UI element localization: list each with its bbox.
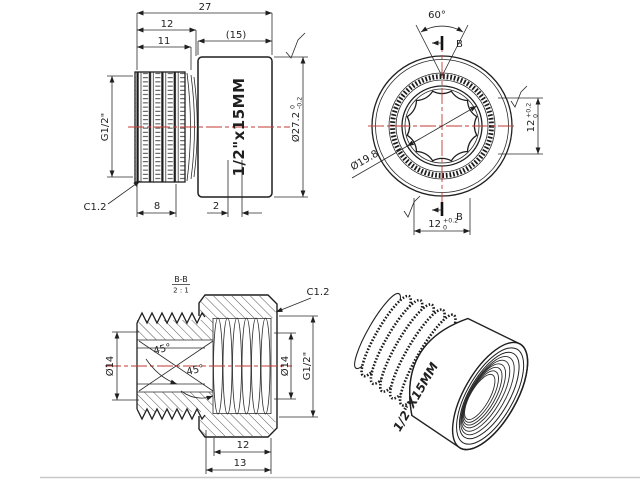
front-view-dimensions: 60° B B Ø19.8 12 +0.2 0 <box>348 10 543 235</box>
dim-bore-left: Ø14 <box>104 356 116 377</box>
body-engraving: 1/2"x15MM <box>230 77 248 176</box>
male-hatch-top <box>137 320 205 340</box>
dim-thread-spec: G1/2" <box>302 352 313 380</box>
across-tol-lower: 0 <box>443 225 447 232</box>
dim-angle-b: 45° <box>185 363 205 378</box>
dim-angle-60: 60° <box>428 10 446 21</box>
dim-12: 12 <box>237 440 250 451</box>
dim-socket-diameter: Ø19.8 <box>348 148 380 173</box>
dim-13: 13 <box>234 458 247 469</box>
dim-across-right: 12 +0.2 0 <box>526 103 540 133</box>
male-hatch-bottom <box>137 392 205 412</box>
dim-chamfer: C1.2 <box>84 202 107 213</box>
thread-runout-arc <box>193 76 198 178</box>
dim-overall-length: 27 <box>199 2 212 13</box>
across-value: 12 <box>526 120 537 133</box>
dim-8: 8 <box>154 201 160 212</box>
body-hatch-top <box>200 296 276 318</box>
across-tol-upper: +0.2 <box>526 103 533 118</box>
iso-view: 1/2"X15MM <box>354 292 529 451</box>
dia-tol-upper: 0 <box>290 105 297 109</box>
section-title: B-B 2 : 1 <box>172 275 190 295</box>
iso-female-thread <box>460 356 515 436</box>
front-view: 60° B B Ø19.8 12 +0.2 0 <box>348 10 543 235</box>
side-view-dimensions: 27 12 (15) 11 G1/2" Ø27.2 <box>84 2 308 217</box>
dim-angle-a: 45° <box>152 342 172 357</box>
section-dimensions: C1.2 Ø14 45° 45° Ø14 <box>104 287 329 474</box>
body-hatch-bottom <box>200 414 276 436</box>
dia-value: Ø27.2 <box>290 112 302 142</box>
across-tol-lower: 0 <box>533 114 540 118</box>
front-view-circles <box>368 36 516 216</box>
engraving-text: 1/2"x15MM <box>230 77 248 176</box>
dim-2: 2 <box>213 201 219 212</box>
dia-tol-lower: -0.2 <box>297 97 304 109</box>
dim-body-diameter: Ø27.2 0 -0.2 <box>290 97 304 142</box>
section-label-bottom: B <box>456 212 463 223</box>
section-part <box>105 294 292 438</box>
dim-thread-length: 11 <box>158 36 171 47</box>
section-scale-label: 2 : 1 <box>173 287 189 295</box>
socket-12point-profile <box>406 90 478 162</box>
side-view: 1/2"x15MM 27 12 (15) 11 <box>84 2 308 217</box>
dim-bore-right: Ø14 <box>279 356 291 377</box>
section-label-top: B <box>456 39 463 50</box>
iso-body <box>408 317 529 451</box>
section-view: B-B 2 : 1 <box>104 275 329 474</box>
dim-thread-spec: G1/2" <box>100 113 111 141</box>
section-title-label: B-B <box>174 275 188 284</box>
dim-across-bottom: 12 <box>428 219 441 230</box>
iso-shoulder-edge <box>409 317 469 416</box>
dim-body-length: (15) <box>226 30 247 41</box>
surface-finish-icon <box>510 85 528 108</box>
male-thread-sawtooth-top <box>136 311 206 325</box>
dim-thread-section: 12 <box>161 19 174 30</box>
male-thread-sawtooth-bottom <box>136 407 206 421</box>
side-view-part-outline: 1/2"x15MM <box>128 56 290 198</box>
surface-finish-icon <box>285 32 306 59</box>
across-tol-upper: +0.2 <box>443 218 458 225</box>
dim-chamfer: C1.2 <box>307 287 330 298</box>
surface-finish-icon <box>403 195 421 218</box>
